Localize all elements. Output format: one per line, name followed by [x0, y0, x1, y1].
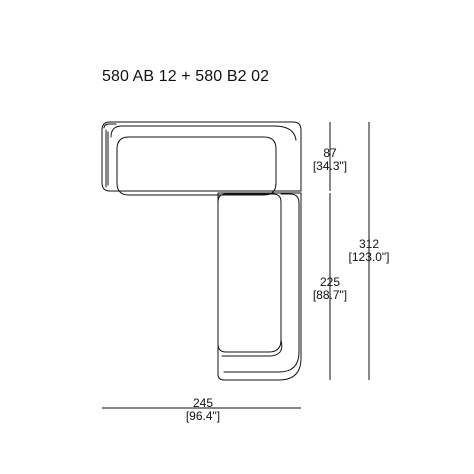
model-title: 580 AB 12 + 580 B2 02 [102, 68, 270, 85]
dim-225-cm: 225 [319, 275, 341, 289]
left-armrest-detail [103, 123, 117, 129]
dim-225-in: [88.7"] [312, 288, 348, 302]
dim-312-cm: 312 [358, 237, 380, 251]
top-seat-cushion [116, 136, 277, 196]
dim-245-label: 245 [96.4"] [175, 397, 231, 423]
chaise-module-outline [217, 192, 302, 381]
dim-312-in: [123.0"] [348, 250, 390, 264]
dim-87-in: [34.3"] [312, 159, 348, 173]
left-armrest-back [110, 125, 297, 141]
dim-87-cm: 87 [323, 146, 337, 160]
dim-245-cm: 245 [192, 396, 214, 410]
dim-312-label: 312 [123.0"] [340, 238, 398, 264]
dim-245-in: [96.4"] [185, 409, 221, 423]
chaise-armrest [223, 193, 300, 373]
chaise-seat-cushion [217, 193, 282, 353]
chaise-armrest-inner [221, 339, 283, 357]
top-module-outline [101, 121, 302, 192]
dim-87-label: 87 [34.3"] [306, 147, 354, 173]
dim-225-label: 225 [88.7"] [306, 276, 354, 302]
